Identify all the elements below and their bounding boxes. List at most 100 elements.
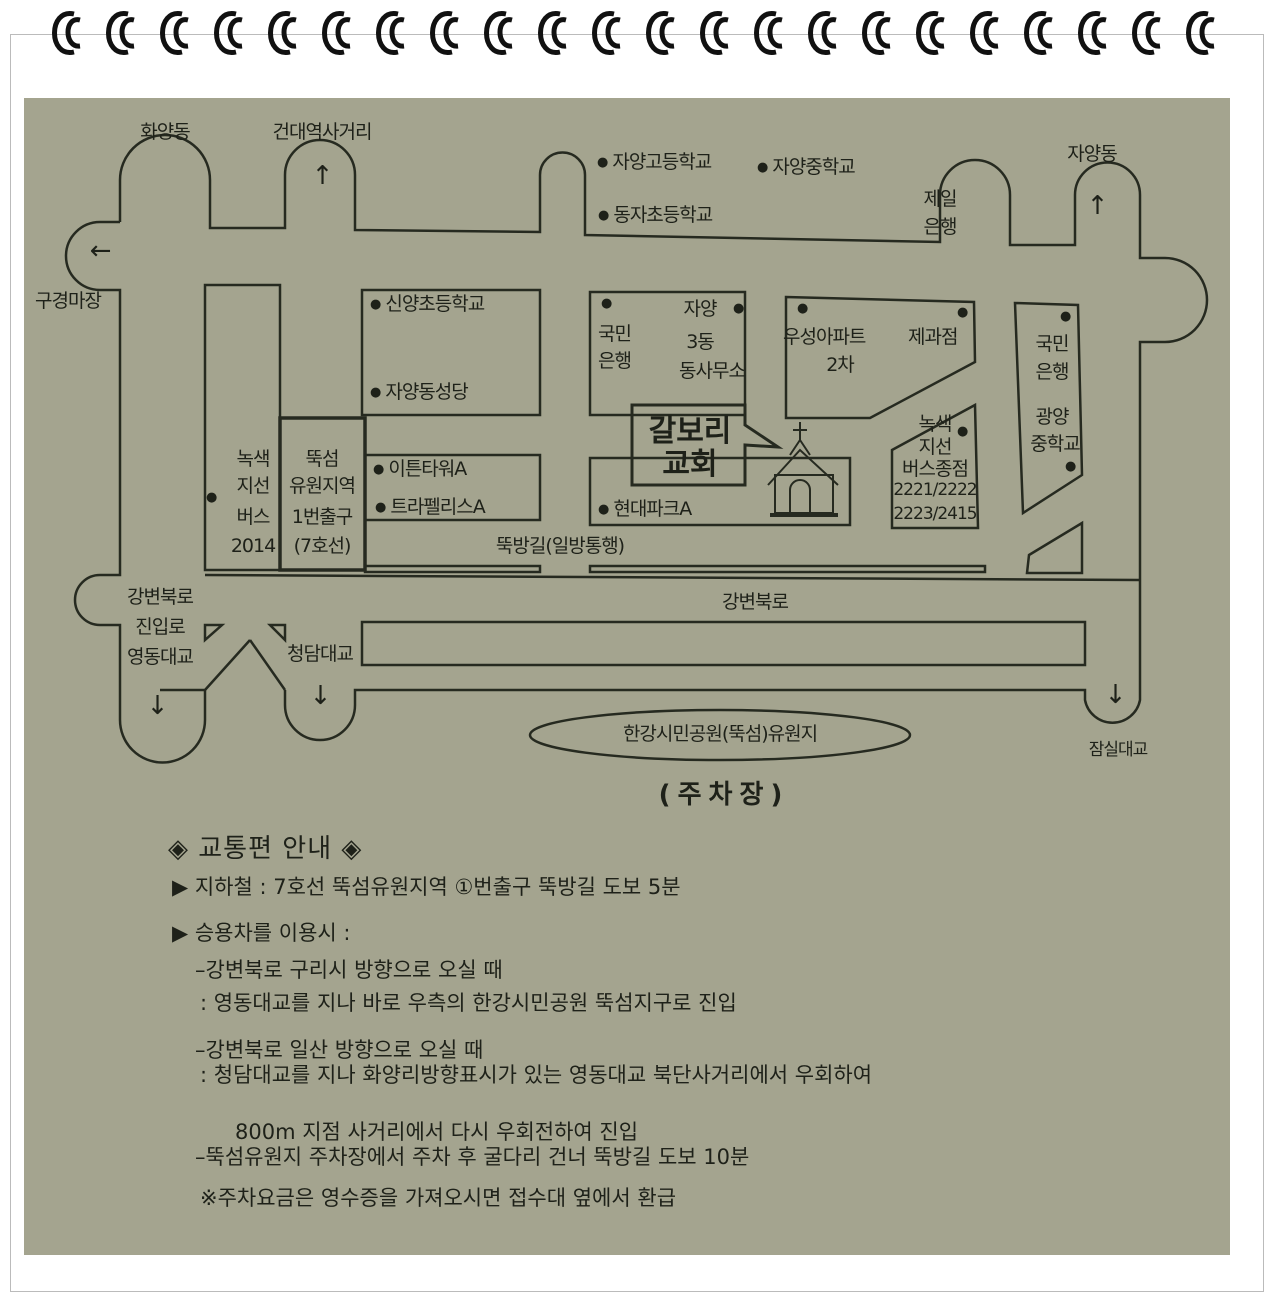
directions-line: ▶ 승용차를 이용시 : [172,921,351,945]
label-jayang-high: 자양고등학교 [597,153,712,172]
label-green-bus-2014: 녹색 [236,448,271,470]
label-trapalace: 트라펠리스A [375,498,485,517]
church-callout [630,403,784,487]
label-gwangyang-middle: 중학교 [1030,433,1080,455]
church-name: 교회 [662,447,718,482]
label-kookmin-bank-left: 은행 [598,350,632,372]
directions-line: : 청담대교를 지나 화양리방향표시가 있는 영동대교 북단사거리에서 우회하여 [200,1063,873,1087]
block-triangle [1025,520,1084,575]
label-kookmin-bank-right: 국민 [1035,333,1070,355]
dot-marker: ● [601,296,612,311]
arrow-left-icon: ← [89,236,112,266]
arrow-up-icon: ↑ [1086,191,1109,221]
binding-ring [970,11,999,55]
map: 화양동 건대역사거리 구경마장 ← ↑ 자양고등학교 자양중학교 동자초등학교 … [24,98,1230,1255]
binding-ring [268,11,297,55]
label-dongja-elem: 동자초등학교 [598,206,713,225]
label-jayang-dong: 자양동 [1067,143,1117,165]
binding-ring [538,11,567,55]
label-hwayang-dong: 화양동 [140,121,190,143]
dot-marker: ● [1060,309,1071,324]
block-woosung [784,295,977,420]
label-green-bus-terminal: 녹색 [918,413,953,435]
binding-ring [754,11,783,55]
church-name: 갈보리 [648,414,732,449]
ttukbang-strip [588,564,987,574]
dot-marker: ● [797,301,808,316]
directions-line: : 영동대교를 지나 바로 우측의 한강시민공원 뚝섬지구로 진입 [200,991,737,1015]
label-hangang-park: 한강시민공원(뚝섬)유원지 [622,723,818,745]
label-cheongdam-bridge: 청담대교 [287,643,354,665]
binding-ring [322,11,351,55]
arrow-down-icon: ↓ [1104,680,1127,710]
label-kookmin-bank-left: 국민 [598,323,632,345]
label-green-bus-terminal: 2223/2415 [893,504,977,524]
label-woosung-apt: 2차 [826,354,855,376]
label-jayang3-office: 3동 [686,331,715,353]
block-eaton [363,453,542,522]
label-jeil-bank: 은행 [923,216,958,238]
label-green-bus-2014: 2014 [230,535,276,557]
label-gangbyeon-entry: 진입로 [135,616,185,638]
label-gangbyeon-road: 강변북로 [722,591,789,613]
block-kookmin-right [1013,301,1084,516]
binding-ring [52,11,81,55]
dot-marker: ● [957,305,968,320]
label-parking: ( 주 차 장 ) [658,780,783,810]
label-hyundai-park: 현대파크A [598,500,692,519]
dot-marker: ● [206,490,217,505]
road-left-bulge [64,220,207,764]
directions-line: –강변북로 구리시 방향으로 오실 때 [195,958,503,982]
road-bottom-lower-edge [283,580,1142,742]
label-ttukbang-road: 뚝방길(일방통행) [495,535,625,557]
label-station-exit: 유원지역 [289,475,356,497]
label-jayang-cathedral: 자양동성당 [370,383,468,402]
label-gangbyeon-entry: 강변북로 [127,586,194,608]
label-green-bus-2014: 버스 [236,506,271,528]
directions-line: –강변북로 일산 방향으로 오실 때 [195,1038,484,1062]
directions-title: ◈ 교통편 안내 ◈ [168,834,363,864]
dot-marker: ● [957,424,968,439]
binding-ring [376,11,405,55]
arrow-up-icon: ↑ [311,161,334,191]
church-icon [767,422,839,517]
dot-marker: ● [1065,459,1076,474]
road-divider [360,620,1087,667]
binding-ring [700,11,729,55]
binding-ring [808,11,837,55]
directions-line: 800m 지점 사거리에서 다시 우회전하여 진입 [235,1120,639,1144]
label-gwangyang-middle: 광양 [1035,406,1070,428]
binding-ring [214,11,243,55]
ramp-triangle [266,623,287,644]
label-eaton-tower: 이튼타워A [373,460,467,479]
binding-ring [106,11,135,55]
binding-ring [484,11,513,55]
arrow-down-icon: ↓ [309,681,332,711]
park-ellipse [528,708,912,762]
arrow-down-icon: ↓ [146,691,169,721]
label-kondae-intersection: 건대역사거리 [272,121,373,143]
binding-ring [1186,11,1215,55]
label-jayang3-office: 동사무소 [679,360,746,382]
ttukbang-strip [363,564,542,574]
road-bottom-top-edge [204,573,1141,582]
dot-marker: ● [733,301,744,316]
block-jayang3 [588,290,747,417]
directions-line: –뚝섬유원지 주차장에서 주차 후 굴다리 건너 뚝방길 도보 10분 [195,1145,750,1169]
ramp-lines [160,639,287,692]
binding-ring [1078,11,1107,55]
label-jayang3-office: 자양 [683,298,718,320]
label-green-bus-terminal: 2221/2222 [893,480,977,500]
label-sinyang-elem: 신양초등학교 [370,295,485,314]
label-kookmin-bank-right: 은행 [1035,361,1070,383]
label-gugyeongmajang: 구경마장 [35,290,102,312]
binding-ring [646,11,675,55]
label-green-bus-terminal: 버스종점 [902,458,969,480]
block-sinyang [360,288,542,417]
label-woosung-apt: 우성아파트 [783,326,866,348]
label-green-bus-terminal: 지선 [918,436,953,458]
block-bus-terminal [890,402,980,530]
directions-line: ※주차요금은 영수증을 가져오시면 접수대 옆에서 환급 [200,1186,677,1210]
label-station-exit: (7호선) [293,535,352,557]
binding-ring [1024,11,1053,55]
